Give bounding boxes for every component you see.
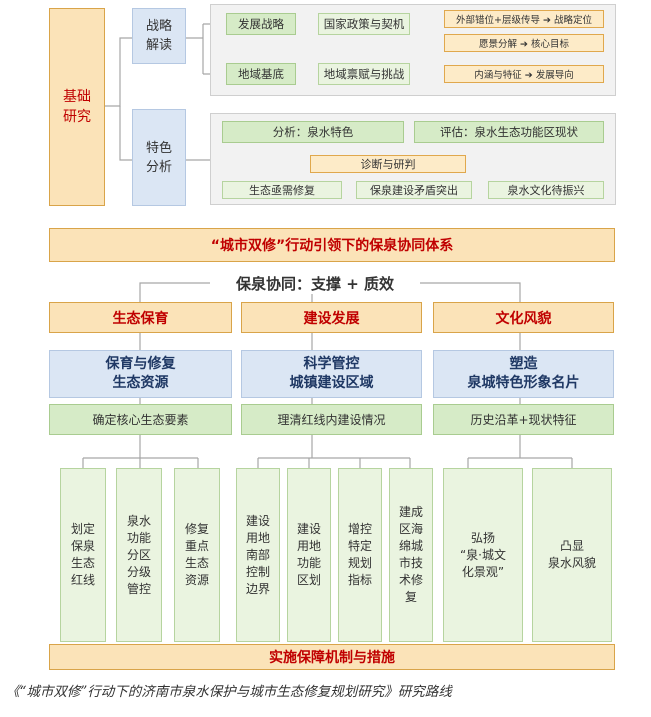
evaluation-label: 评估：泉水生态功能区现状: [440, 125, 578, 139]
dev-strategy-label: 发展战略: [238, 17, 284, 31]
feature-label: 特色 分析: [145, 140, 172, 175]
build-item-2-label: 建设 用地 功能 区划: [296, 522, 321, 587]
pillar-eco-title: 生态保育: [49, 302, 232, 333]
strategy-label: 战略 解读: [145, 19, 172, 53]
build-item-4: 建成 区海 绵城 市技 术修 复: [389, 468, 433, 642]
eco-item-1: 划定 保泉 生态 红线: [60, 468, 106, 642]
build-item-1: 建设 用地 南部 控制 边界: [236, 468, 280, 642]
caption: 《“城市双修”行动下的济南市泉水保护与城市生态修复规划研究》研究路线: [6, 680, 646, 704]
pillar-build-goal-label: 科学管控 城镇建设区域: [289, 356, 374, 391]
bottom-label: 实施保障机制与措施: [269, 650, 395, 666]
synergy-text: 保泉协同：支撑 + 质效: [235, 274, 394, 293]
basic-research-box: 基础 研究: [49, 8, 105, 206]
regional-base-box: 地域基底: [226, 63, 296, 85]
regional-endow-box: 地域禀赋与挑战: [318, 63, 410, 85]
build-item-1-label: 建设 用地 南部 控制 边界: [245, 513, 270, 596]
eco-item-2: 泉水 功能 分区 分级 管控: [116, 468, 162, 642]
synergy-label: 保泉协同：支撑 + 质效: [210, 272, 420, 294]
pillar-eco-goal-label: 保育与修复 生态资源: [105, 356, 176, 391]
culture-item-2: 凸显 泉水风貌: [532, 468, 612, 642]
system-title: “城市双修”行动引领下的保泉协同体系: [49, 228, 615, 262]
pillar-culture-title: 文化风貌: [433, 302, 614, 333]
system-title-label: “城市双修”行动引领下的保泉协同体系: [210, 238, 454, 254]
eco-item-1-label: 划定 保泉 生态 红线: [70, 522, 95, 587]
build-item-3-label: 增控 特定 规划 指标: [347, 522, 372, 587]
feature-box: 特色 分析: [132, 109, 186, 206]
eco-repair-label: 生态亟需修复: [249, 184, 315, 197]
pillar-eco-action-label: 确定核心生态要素: [92, 413, 189, 427]
dev-strategy-box: 发展战略: [226, 13, 296, 35]
connotation-box: 内涵与特征 ➔ 发展导向: [444, 65, 604, 83]
pillar-build-title: 建设发展: [241, 302, 422, 333]
regional-base-label: 地域基底: [238, 67, 284, 81]
culture-item-1: 弘扬 “泉·城文 化景观”: [443, 468, 523, 642]
diagnosis-box: 诊断与研判: [310, 155, 466, 173]
regional-endow-label: 地域禀赋与挑战: [323, 67, 405, 81]
analysis-label: 分析：泉水特色: [272, 125, 354, 139]
evaluation-box: 评估：泉水生态功能区现状: [414, 121, 604, 143]
pillar-eco-title-label: 生态保育: [112, 310, 169, 327]
basic-research-label: 基础 研究: [63, 89, 91, 125]
build-item-2: 建设 用地 功能 区划: [287, 468, 331, 642]
conflict-label: 保泉建设矛盾突出: [370, 184, 458, 197]
culture-revive-box: 泉水文化待振兴: [488, 181, 604, 199]
culture-revive-label: 泉水文化待振兴: [507, 184, 585, 197]
external-box: 外部错位+层级传导 ➔ 战略定位: [444, 10, 604, 28]
external-label: 外部错位+层级传导 ➔ 战略定位: [456, 15, 592, 26]
caption-text: 《“城市双修”行动下的济南市泉水保护与城市生态修复规划研究》研究路线: [6, 684, 452, 700]
pillar-build-action-label: 理清红线内建设情况: [277, 413, 386, 427]
national-policy-label: 国家政策与契机: [323, 17, 405, 31]
eco-item-2-label: 泉水 功能 分区 分级 管控: [126, 513, 151, 596]
analysis-box: 分析：泉水特色: [222, 121, 404, 143]
bottom-box: 实施保障机制与措施: [49, 644, 615, 670]
culture-item-1-label: 弘扬 “泉·城文 化景观”: [459, 530, 507, 579]
eco-repair-box: 生态亟需修复: [222, 181, 342, 199]
eco-item-3-label: 修复 重点 生态 资源: [184, 522, 209, 587]
pillar-build-title-label: 建设发展: [303, 310, 360, 327]
pillar-eco-action: 确定核心生态要素: [49, 404, 232, 435]
build-item-4-label: 建成 区海 绵城 市技 术修 复: [398, 505, 423, 604]
strategy-box: 战略 解读: [132, 8, 186, 64]
pillar-culture-action: 历史沿革+现状特征: [433, 404, 614, 435]
pillar-culture-goal-label: 塑造 泉城特色形象名片: [467, 356, 580, 391]
connotation-label: 内涵与特征 ➔ 发展导向: [474, 70, 574, 81]
build-item-3: 增控 特定 规划 指标: [338, 468, 382, 642]
culture-item-2-label: 凸显 泉水风貌: [547, 539, 596, 570]
conflict-box: 保泉建设矛盾突出: [356, 181, 472, 199]
national-policy-box: 国家政策与契机: [318, 13, 410, 35]
vision-box: 愿景分解 ➔ 核心目标: [444, 34, 604, 52]
pillar-build-action: 理清红线内建设情况: [241, 404, 422, 435]
pillar-culture-title-label: 文化风貌: [495, 310, 552, 327]
pillar-culture-goal: 塑造 泉城特色形象名片: [433, 350, 614, 398]
vision-label: 愿景分解 ➔ 核心目标: [479, 39, 569, 50]
pillar-eco-goal: 保育与修复 生态资源: [49, 350, 232, 398]
diagnosis-label: 诊断与研判: [360, 158, 416, 171]
eco-item-3: 修复 重点 生态 资源: [174, 468, 220, 642]
pillar-build-goal: 科学管控 城镇建设区域: [241, 350, 422, 398]
pillar-culture-action-label: 历史沿革+现状特征: [470, 413, 577, 427]
